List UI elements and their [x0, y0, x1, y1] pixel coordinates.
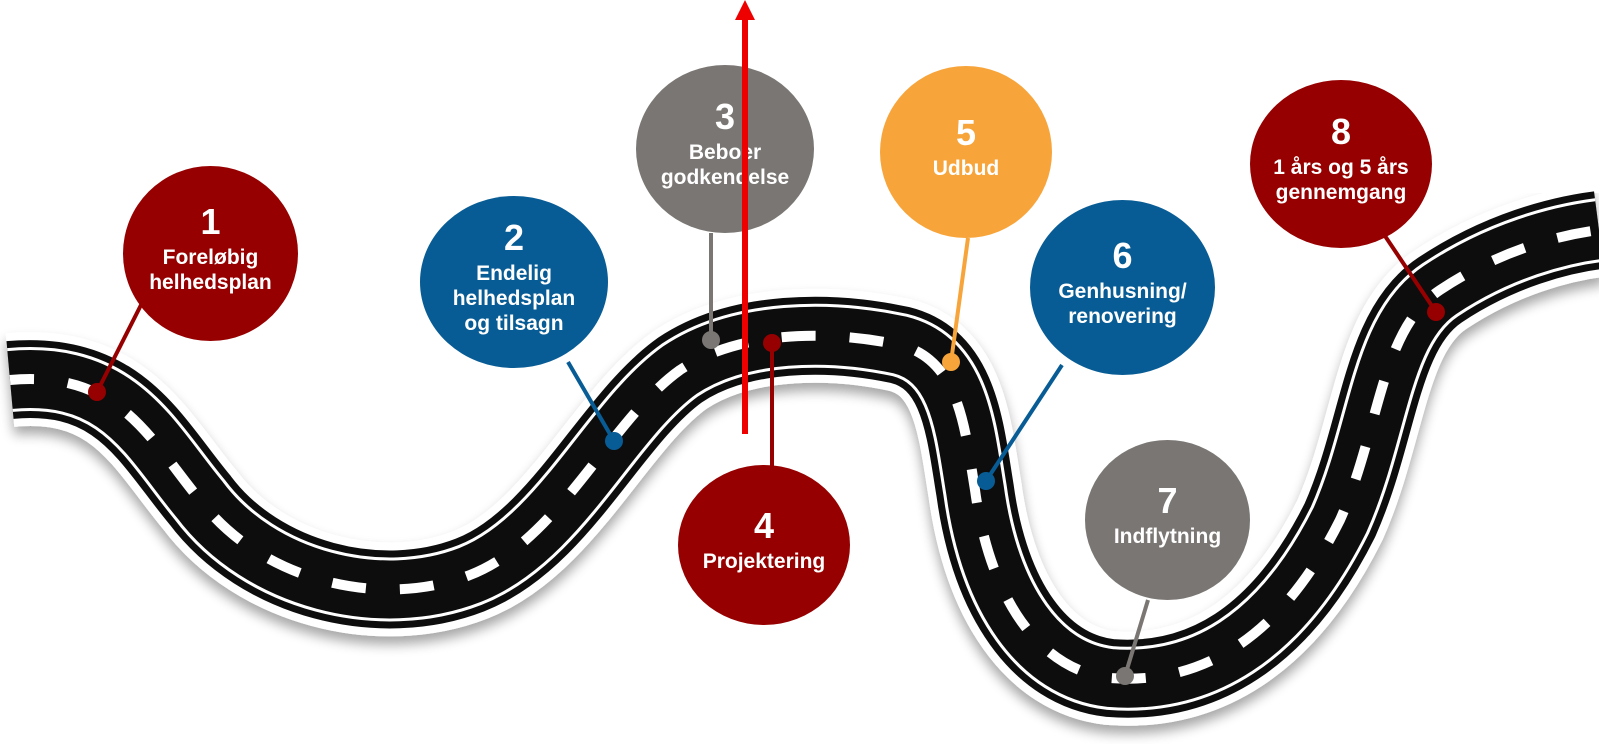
milestone-6: 6 Genhusning/ renovering	[1030, 200, 1215, 375]
milestone-label: Foreløbig helhedsplan	[149, 245, 272, 294]
dot-7	[1116, 667, 1134, 685]
milestone-label: Beboer godkendelse	[660, 141, 790, 189]
milestone-number: 5	[955, 111, 977, 153]
dot-6	[977, 472, 995, 490]
milestone-5: 5 Udbud	[880, 66, 1052, 238]
dot-4	[763, 334, 781, 352]
milestone-label: Genhusning/ renovering	[1058, 279, 1187, 328]
milestone-number: 4	[753, 504, 775, 546]
milestone-3: 3 Beboer godkendelse	[636, 65, 814, 233]
milestone-number: 6	[1112, 234, 1133, 276]
connector-8	[1379, 228, 1438, 314]
milestone-label: Endelig helhedsplan og tilsagn	[452, 261, 576, 335]
connector-1	[95, 302, 144, 393]
dot-8	[1427, 303, 1445, 321]
arrow-head	[735, 0, 755, 20]
dot-2	[605, 432, 623, 450]
connector-5	[949, 237, 970, 363]
connector-2	[566, 360, 616, 443]
milestone-number: 3	[714, 96, 736, 137]
milestone-2: 2 Endelig helhedsplan og tilsagn	[420, 196, 608, 368]
milestone-label: Udbud	[932, 156, 1000, 180]
connector-7	[1123, 599, 1150, 677]
connector-dots	[88, 303, 1445, 685]
milestone-7: 7 Indflytning	[1085, 440, 1250, 600]
road	[5, 183, 1599, 726]
milestone-8: 8 1 års og 5 års gennemgang	[1250, 80, 1432, 248]
current-position-arrow	[735, 0, 755, 434]
milestone-label: Projektering	[702, 549, 826, 573]
milestone-number: 1	[200, 200, 221, 242]
milestone-number: 8	[1330, 111, 1352, 152]
dot-1	[88, 383, 106, 401]
milestone-label: 1 års og 5 års gennemgang	[1273, 156, 1409, 204]
milestone-number: 2	[503, 216, 525, 258]
road-surface	[7, 201, 1599, 708]
connector-6	[984, 363, 1064, 483]
milestone-1: 1 Foreløbig helhedsplan	[123, 166, 298, 341]
connector-lines	[95, 228, 1438, 677]
dot-3	[702, 331, 720, 349]
dot-5	[942, 353, 960, 371]
milestone-label: Indflytning	[1113, 524, 1222, 548]
milestone-number: 7	[1157, 479, 1178, 521]
milestone-4: 4 Projektering	[678, 465, 850, 625]
